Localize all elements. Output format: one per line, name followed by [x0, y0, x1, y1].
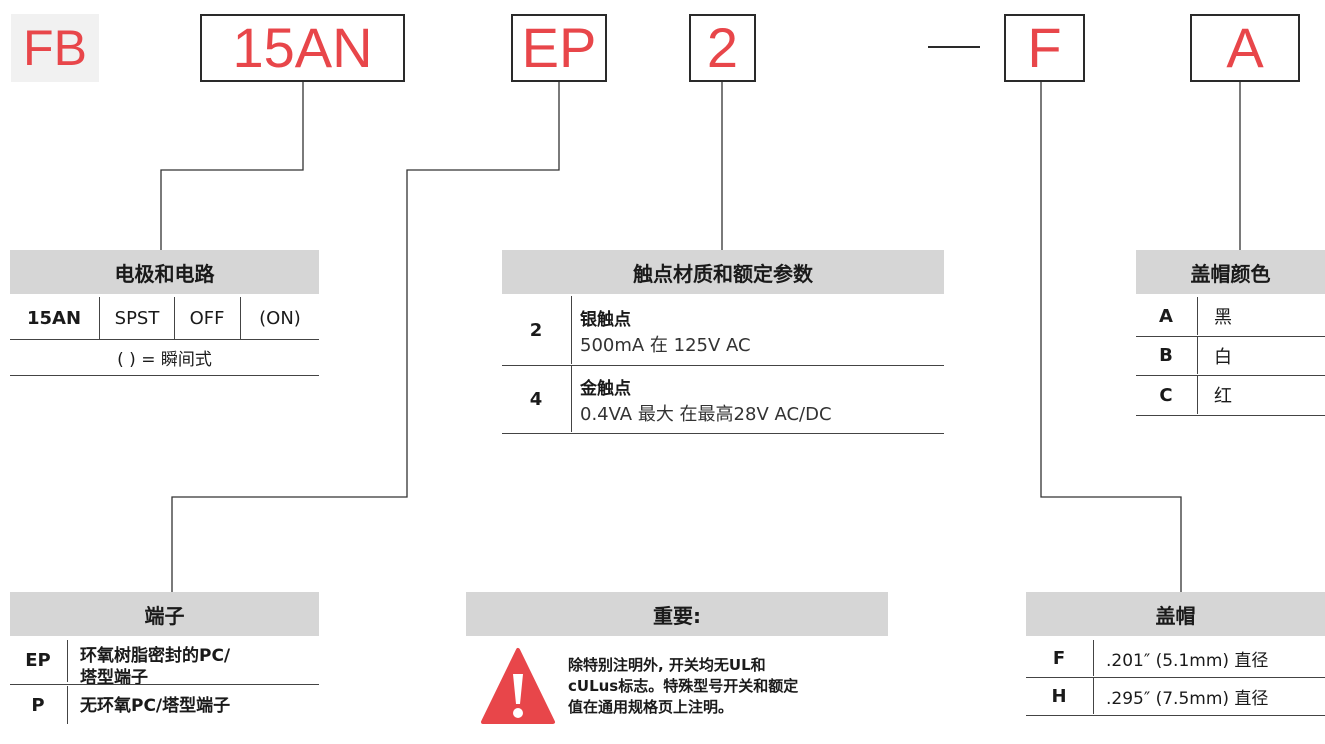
divider	[1093, 678, 1094, 714]
contact-rating-silver: 500mA 在 125V AC	[580, 335, 751, 356]
divider	[1136, 336, 1325, 337]
important-text: 除特别注明外, 开关均无UL和 cULus标志。特殊型号开关和额定 值在通用规格…	[568, 655, 798, 718]
divider	[1026, 715, 1325, 716]
momentary-note: ( ) = 瞬间式	[117, 349, 212, 370]
divider	[1026, 677, 1325, 678]
segment-box-terminals: EP	[511, 14, 607, 82]
segment-box-poles: 15AN	[200, 14, 405, 82]
important-line-2: cULus标志。特殊型号开关和额定	[568, 677, 799, 695]
terminal-p-line1: 无环氧PC/塔型端子	[80, 696, 231, 716]
divider	[1197, 297, 1198, 335]
divider	[1197, 376, 1198, 414]
separator-dash	[928, 46, 980, 48]
divider	[571, 296, 572, 364]
cap-color-code-b: B	[1159, 345, 1173, 366]
terminals-title: 端子	[10, 592, 319, 636]
important-line-1: 除特别注明外, 开关均无UL和	[568, 656, 766, 674]
cap-label-f: .201″ (5.1mm) 直径	[1106, 650, 1269, 671]
terminal-code-ep: EP	[25, 649, 51, 671]
divider	[67, 686, 68, 724]
contact-code-4: 4	[529, 388, 543, 410]
cap-color-label-red: 红	[1214, 386, 1232, 407]
divider	[174, 297, 175, 339]
connector-f	[1040, 82, 1182, 592]
connector-15an	[160, 82, 304, 250]
cap-color-code-a: A	[1159, 305, 1173, 327]
cap-color-label-black: 黑	[1214, 307, 1232, 328]
divider	[1197, 337, 1198, 374]
warning-icon	[481, 648, 555, 724]
cap-code-f: F	[1052, 647, 1066, 669]
divider	[1093, 640, 1094, 676]
divider	[10, 375, 319, 376]
contact-name-gold: 金触点	[580, 379, 631, 399]
poles-row-pole: SPST	[114, 307, 160, 329]
cap-title: 盖帽	[1026, 592, 1325, 636]
divider	[1136, 375, 1325, 376]
poles-row-pos1: OFF	[189, 307, 225, 329]
poles-circuits-title: 电极和电路	[10, 250, 319, 294]
segment-box-cap: F	[1004, 14, 1085, 82]
prefix-code: FB	[11, 14, 99, 82]
cap-label-h: .295″ (7.5mm) 直径	[1106, 688, 1269, 709]
divider	[240, 297, 241, 339]
contact-name-silver: 银触点	[580, 310, 631, 330]
divider	[502, 365, 944, 366]
cap-color-label-white: 白	[1214, 346, 1232, 368]
segment-box-cap-color: A	[1190, 14, 1300, 82]
segment-box-contact: 2	[689, 14, 756, 82]
terminal-ep-line2: 塔型端子	[80, 668, 148, 688]
important-title: 重要:	[466, 592, 888, 636]
divider	[1136, 415, 1325, 416]
cap-code-h: H	[1051, 685, 1067, 707]
terminal-ep-line1: 环氧树脂密封的PC/	[80, 646, 231, 666]
poles-row-pos2: (ON)	[259, 307, 301, 329]
cap-color-code-c: C	[1159, 384, 1173, 406]
divider	[571, 366, 572, 432]
contact-material-title: 触点材质和额定参数	[502, 250, 944, 294]
contact-rating-gold: 0.4VA 最大 在最高28V AC/DC	[580, 404, 832, 425]
important-line-3: 值在通用规格页上注明。	[568, 698, 734, 716]
terminal-code-p: P	[31, 694, 45, 716]
divider	[502, 433, 944, 434]
divider	[10, 339, 319, 340]
cap-color-title: 盖帽颜色	[1136, 250, 1325, 294]
connector-ep	[171, 82, 560, 592]
contact-code-2: 2	[529, 319, 543, 341]
divider	[10, 684, 319, 685]
poles-row-code: 15AN	[26, 307, 82, 329]
divider	[67, 640, 68, 682]
divider	[99, 297, 100, 339]
